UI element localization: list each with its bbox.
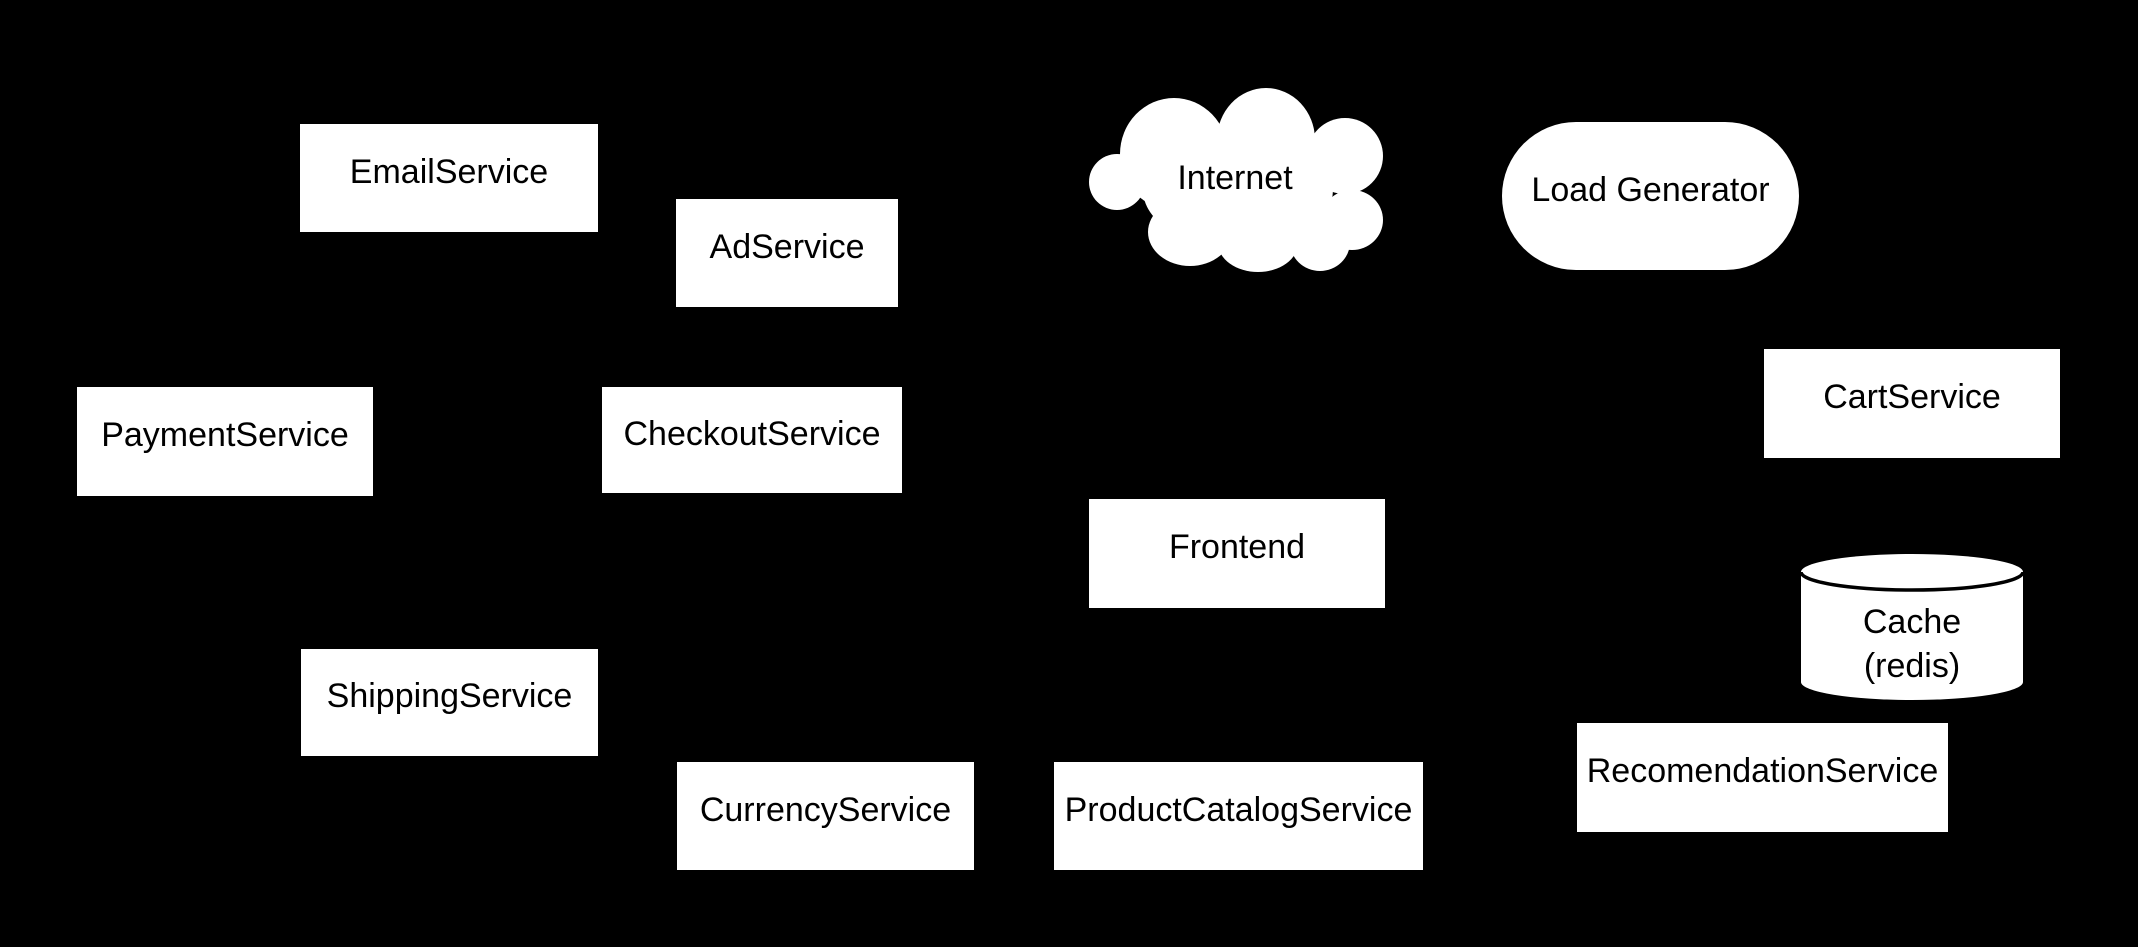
node-ad-service: AdService [676,199,898,307]
node-frontend: Frontend [1089,499,1385,608]
node-recommendation-service: RecomendationService [1577,723,1948,832]
node-currency-service: CurrencyService [677,762,974,870]
node-cache-redis: Cache (redis) [1801,554,2023,700]
node-shipping-service: ShippingService [301,649,598,756]
node-cart-service: CartService [1764,349,2060,458]
node-load-generator: Load Generator [1502,122,1799,270]
node-internet-label: Internet [1177,158,1293,197]
node-cache-label: Cache (redis) [1863,566,1961,688]
node-checkout-service: CheckoutService [602,387,902,493]
node-payment-service: PaymentService [77,387,373,496]
cache-label-line2: (redis) [1863,647,1961,685]
node-product-catalog-service: ProductCatalogService [1054,762,1423,870]
node-internet: Internet [1086,86,1384,274]
cloud-icon [1089,88,1383,272]
database-cylinder-icon [1801,554,2023,700]
node-email-service: EmailService [300,124,598,232]
cache-label-line1: Cache [1862,602,1962,641]
